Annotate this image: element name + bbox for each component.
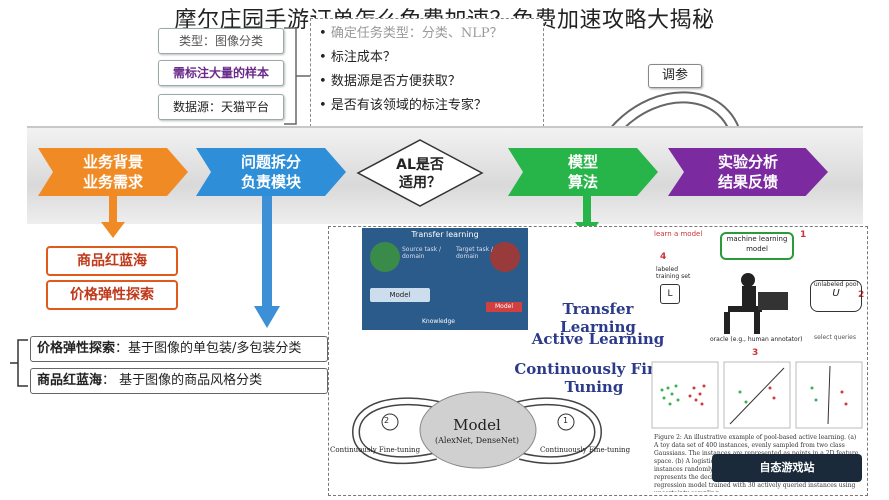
watermark: 自态游戏站 [712,454,862,482]
decision-diamond [356,139,484,207]
step-3: 3 [752,348,759,358]
task-type-box: 类型：图像分类 [158,28,284,54]
blue-down-arrow [254,196,280,328]
model-chip-left: Model [370,288,430,302]
target-domain-label: Target task / domain [456,246,494,260]
tag-price-elasticity: 价格弹性探索 [46,280,178,310]
feature-price-elasticity: 价格弹性探索：基于图像的单包装/多包装分类 [30,336,328,362]
source-domain-label: Source task / domain [402,246,442,260]
left-brace [284,27,310,125]
cycle-n2: 2 [384,416,390,425]
step-4: 4 [660,252,667,262]
active-learning-figure: learn a model machine learning model 1 4… [652,226,864,358]
cycle-model-label: Model [453,416,501,434]
tune-label: 调参 [648,64,702,88]
method-continuous-finetuning: Continuously Fine-Tuning [514,360,674,396]
scatter-plots [650,358,864,434]
source-domain-icon [370,242,400,272]
cycle-left-label: Continuously Fine-tuning [330,446,421,454]
cycle-right-label: Continuously Fine-tuning [540,446,631,454]
step-experiment: 实验分析 结果反馈 [668,148,828,196]
model-chip-right: Model [486,302,522,312]
bullet-item: • 是否有该领域的标注专家？ [319,98,487,113]
knowledge-label: Knowledge [422,318,455,325]
bullet-item: • 确定任务类型：分类、NLP？ [319,26,503,41]
data-source-box: 数据源：天猫平台 [158,94,284,120]
learn-model-label: learn a model [654,230,703,238]
step-1: 1 [800,230,807,240]
decision-text: AL是否 适用？ [396,157,444,191]
scatter-plot-set [651,361,863,429]
training-set-icon: L [660,284,680,304]
annotator-icon [724,273,788,334]
method-transfer-learning: Transfer Learning [560,300,636,336]
cycle-model-sub: (AlexNet, DenseNet) [435,436,519,445]
transfer-learning-figure: Transfer learning Source task / domain T… [362,228,528,330]
bullet-item: • 标注成本？ [319,50,396,65]
feature-brace [10,339,28,387]
cycle-n1: 1 [563,416,569,425]
step-problem-split: 问题拆分 负责模块 [196,148,346,196]
training-set-label: labeled training set [656,266,691,280]
orange-down-arrow [101,196,125,238]
method-active-learning: Active Learning [531,330,665,348]
finetune-cycle [351,391,603,469]
bullet-item: • 数据源是否方便获取？ [319,74,461,89]
consideration-list: • 确定任务类型：分类、NLP？ • 标注成本？ • 数据源是否方便获取？ • … [310,18,544,132]
ml-model-box: machine learning model [720,232,794,260]
transfer-fig-title: Transfer learning [411,230,479,239]
step-model: 模型 算法 [508,148,658,196]
select-queries-label: select queries [814,334,856,341]
tag-red-blue-sea: 商品红蓝海 [46,246,178,276]
target-domain-icon [490,242,520,272]
sample-need-box: 需标注大量的样本 [158,60,284,86]
feature-red-blue-sea: 商品红蓝海： 基于图像的商品风格分类 [30,368,328,394]
oracle-label: oracle (e.g., human annotator) [710,336,803,343]
step-business: 业务背景 业务需求 [38,148,188,196]
